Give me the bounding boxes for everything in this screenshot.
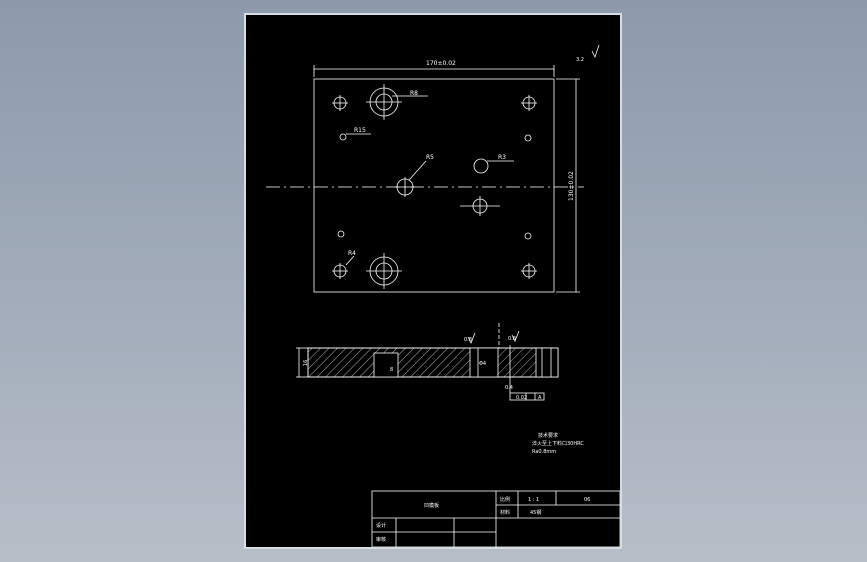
notes-line2: Ra0.8mm bbox=[532, 449, 556, 455]
side-dimension: 130±0.02 bbox=[568, 171, 575, 201]
section-height-dim: 16 bbox=[303, 360, 309, 366]
ratio-label: 比例 bbox=[500, 496, 510, 503]
section-spacing: 0.4 bbox=[505, 385, 513, 391]
counterbore-hole bbox=[366, 253, 402, 289]
corner-hole bbox=[521, 95, 537, 111]
radius-r5: R5 bbox=[426, 154, 434, 161]
section-hatch bbox=[307, 347, 559, 378]
pin-hole bbox=[339, 133, 347, 141]
designer-label: 设计 bbox=[376, 522, 386, 529]
pin-hole bbox=[524, 232, 532, 240]
punch-hole bbox=[395, 177, 415, 197]
roughness-top-right: 3.2 bbox=[576, 57, 584, 63]
top-dimension: 170±0.02 bbox=[426, 60, 456, 67]
plan-view bbox=[266, 44, 600, 293]
roughness-b: 0.8 bbox=[508, 336, 516, 342]
material-label: 材料 bbox=[500, 509, 510, 516]
plate-outline bbox=[313, 78, 555, 293]
tolerance-frame bbox=[509, 392, 545, 401]
pin-hole bbox=[524, 134, 532, 142]
notes-title: 技术要求 bbox=[538, 432, 558, 439]
tolerance-value: 0.02 bbox=[516, 395, 527, 401]
cad-drawing: 170±0.02 130±0.02 3.2 R8 R15 R5 R3 R4 16… bbox=[266, 44, 620, 547]
r3-hole bbox=[473, 158, 489, 174]
radius-r4: R4 bbox=[348, 250, 356, 257]
drawing-sheet[interactable]: 170±0.02 130±0.02 3.2 R8 R15 R5 R3 R4 16… bbox=[244, 13, 622, 549]
ratio-value: 1 : 1 bbox=[528, 497, 539, 503]
title-block bbox=[371, 490, 620, 547]
corner-hole bbox=[521, 263, 537, 279]
section-dia-label: Φ4 bbox=[479, 361, 486, 367]
radius-r15: R15 bbox=[354, 127, 366, 134]
radius-r8: R8 bbox=[410, 90, 418, 97]
pin-hole bbox=[337, 230, 345, 238]
section-view bbox=[296, 323, 559, 401]
radius-r3: R3 bbox=[498, 154, 506, 161]
section-pocket bbox=[373, 352, 399, 378]
corner-hole bbox=[332, 95, 348, 111]
material-value: 45钢 bbox=[530, 509, 541, 516]
counterbore-hole bbox=[366, 84, 402, 120]
section-depth-dim: 8 bbox=[390, 367, 393, 373]
checker-label: 审核 bbox=[376, 536, 386, 543]
roughness-a: 0.8 bbox=[464, 337, 472, 343]
part-name: 凹模板 bbox=[424, 502, 439, 509]
bottom-right-hole bbox=[460, 196, 500, 216]
corner-hole bbox=[332, 263, 348, 279]
drawing-number: 06 bbox=[584, 497, 590, 503]
datum-label: A bbox=[538, 395, 542, 401]
notes-line1: 淬火至上下料口30HRC bbox=[532, 440, 584, 447]
